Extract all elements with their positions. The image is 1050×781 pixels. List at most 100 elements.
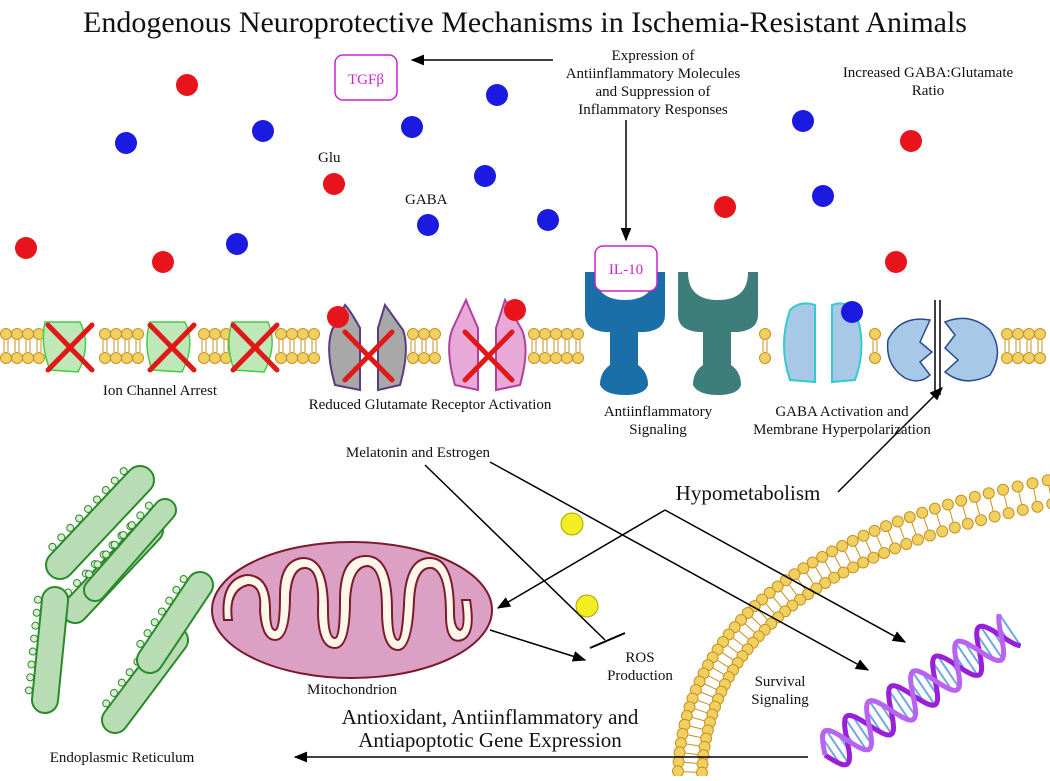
lipid-head: [539, 352, 551, 364]
gaba-activation-label-line1: GABA Activation and: [775, 404, 909, 420]
ribosome: [72, 579, 81, 588]
ribosome: [144, 501, 153, 510]
lipid-head: [900, 537, 913, 550]
lipid-head: [429, 328, 441, 340]
lipid-head: [759, 328, 771, 340]
lipid-head: [275, 352, 287, 364]
lipid-head: [22, 352, 34, 364]
lipid-head: [763, 586, 776, 599]
ribosome: [102, 699, 111, 708]
expression-label-line4: Inflammatory Responses: [578, 102, 728, 118]
ribosome: [101, 486, 110, 495]
glutamate-receptor: [448, 297, 479, 392]
mitochondrion-label: Mitochondrion: [307, 682, 397, 698]
ribosome: [125, 668, 134, 677]
expression-label-line1: Expression of: [612, 48, 695, 64]
gaba-dots: [115, 84, 863, 323]
gaba-activation-label-line2: Membrane Hyperpolarization: [753, 422, 931, 438]
ribosome: [48, 542, 57, 551]
ion-channel-arrest-label: Ion Channel Arrest: [103, 383, 218, 399]
ribosome: [119, 530, 128, 539]
il10-box: [594, 245, 658, 292]
er-lobe: [31, 586, 69, 714]
lipid-head: [11, 328, 23, 340]
lipid-head: [961, 517, 974, 530]
lipid-head: [572, 328, 584, 340]
lipid-head: [1001, 352, 1013, 364]
curved-membrane: [672, 474, 1050, 779]
lipid-head: [561, 328, 573, 340]
lipid-head: [988, 510, 1001, 523]
gaba-ratio-label-line2: Ratio: [912, 83, 945, 99]
lipid-head: [923, 529, 936, 542]
reduced-glutamate-label: Reduced Glutamate Receptor Activation: [309, 397, 552, 413]
lipid-head: [819, 576, 832, 589]
gaba-dot: [474, 165, 496, 187]
lipid-head: [561, 352, 573, 364]
gaba-dot: [115, 132, 137, 154]
mito-to-ros-arrow: [489, 629, 587, 662]
ribosome: [157, 607, 166, 616]
lipid-head: [889, 542, 902, 555]
lipid-head: [1034, 328, 1046, 340]
lipid-head: [916, 506, 929, 519]
ribosome: [172, 585, 181, 594]
lipid-head: [1012, 352, 1024, 364]
ribosome: [150, 618, 159, 627]
lipid-head: [828, 571, 841, 584]
lipid-head: [982, 487, 995, 500]
lipid-head: [286, 328, 298, 340]
lipid-head: [528, 328, 540, 340]
dna-helix: [819, 613, 1022, 768]
lipid-head: [209, 352, 221, 364]
inhibit-bar: [589, 632, 626, 649]
gaba-dot: [417, 214, 439, 236]
endoplasmic-reticulum: [24, 465, 214, 734]
glutamate-dot: [15, 237, 37, 259]
ribosome: [31, 621, 40, 630]
lipid-head: [997, 483, 1010, 496]
lipid-head: [418, 352, 430, 364]
glutamate-dot: [504, 299, 526, 321]
hypometabolism-to-channel-arrow: [837, 387, 943, 493]
lipid-head: [418, 328, 430, 340]
glutamate-dot: [885, 251, 907, 273]
lipid-head: [209, 328, 221, 340]
lipid-head: [550, 328, 562, 340]
ribosome: [66, 523, 75, 532]
diagram-title: Endogenous Neuroprotective Mechanisms in…: [83, 6, 967, 39]
gaba-dot: [226, 233, 248, 255]
lipid-head: [99, 328, 111, 340]
ros-label-line2: Production: [607, 668, 673, 684]
expression-label-line3: and Suppression of: [596, 84, 711, 100]
ros-dot: [560, 512, 584, 536]
lipid-head: [868, 524, 881, 537]
tgfb-label: TGFβ: [348, 72, 384, 88]
gaba-dot: [812, 185, 834, 207]
glutamate-receptor-group: [328, 297, 527, 392]
lipid-head: [695, 766, 708, 779]
gaba-dot: [537, 209, 559, 231]
ros-label-line1: ROS: [625, 650, 654, 666]
gaba-dot: [252, 120, 274, 142]
lipid-head: [22, 328, 34, 340]
melatonin-to-dna-arrow: [489, 461, 870, 671]
gaba-dot: [486, 84, 508, 106]
glu-label: Glu: [318, 150, 341, 166]
ribosome: [93, 560, 102, 569]
gene-expression-label-line1: Antioxidant, Antiinflammatory and: [342, 705, 639, 729]
er-lobe: [83, 498, 177, 602]
glutamate-dots: [15, 74, 922, 328]
hypometabolism-to-mito-arrow: [496, 509, 666, 609]
lipid-head: [1016, 503, 1029, 516]
glutamate-dot: [323, 173, 345, 195]
ribosome: [84, 570, 93, 579]
lipid-head: [771, 580, 784, 593]
lipid-head: [308, 328, 320, 340]
hyperpolarization-channel: [886, 300, 999, 395]
glutamate-dot: [327, 306, 349, 328]
lipid-head: [788, 568, 801, 581]
ribosome: [119, 467, 128, 476]
ros-dot: [575, 594, 599, 618]
